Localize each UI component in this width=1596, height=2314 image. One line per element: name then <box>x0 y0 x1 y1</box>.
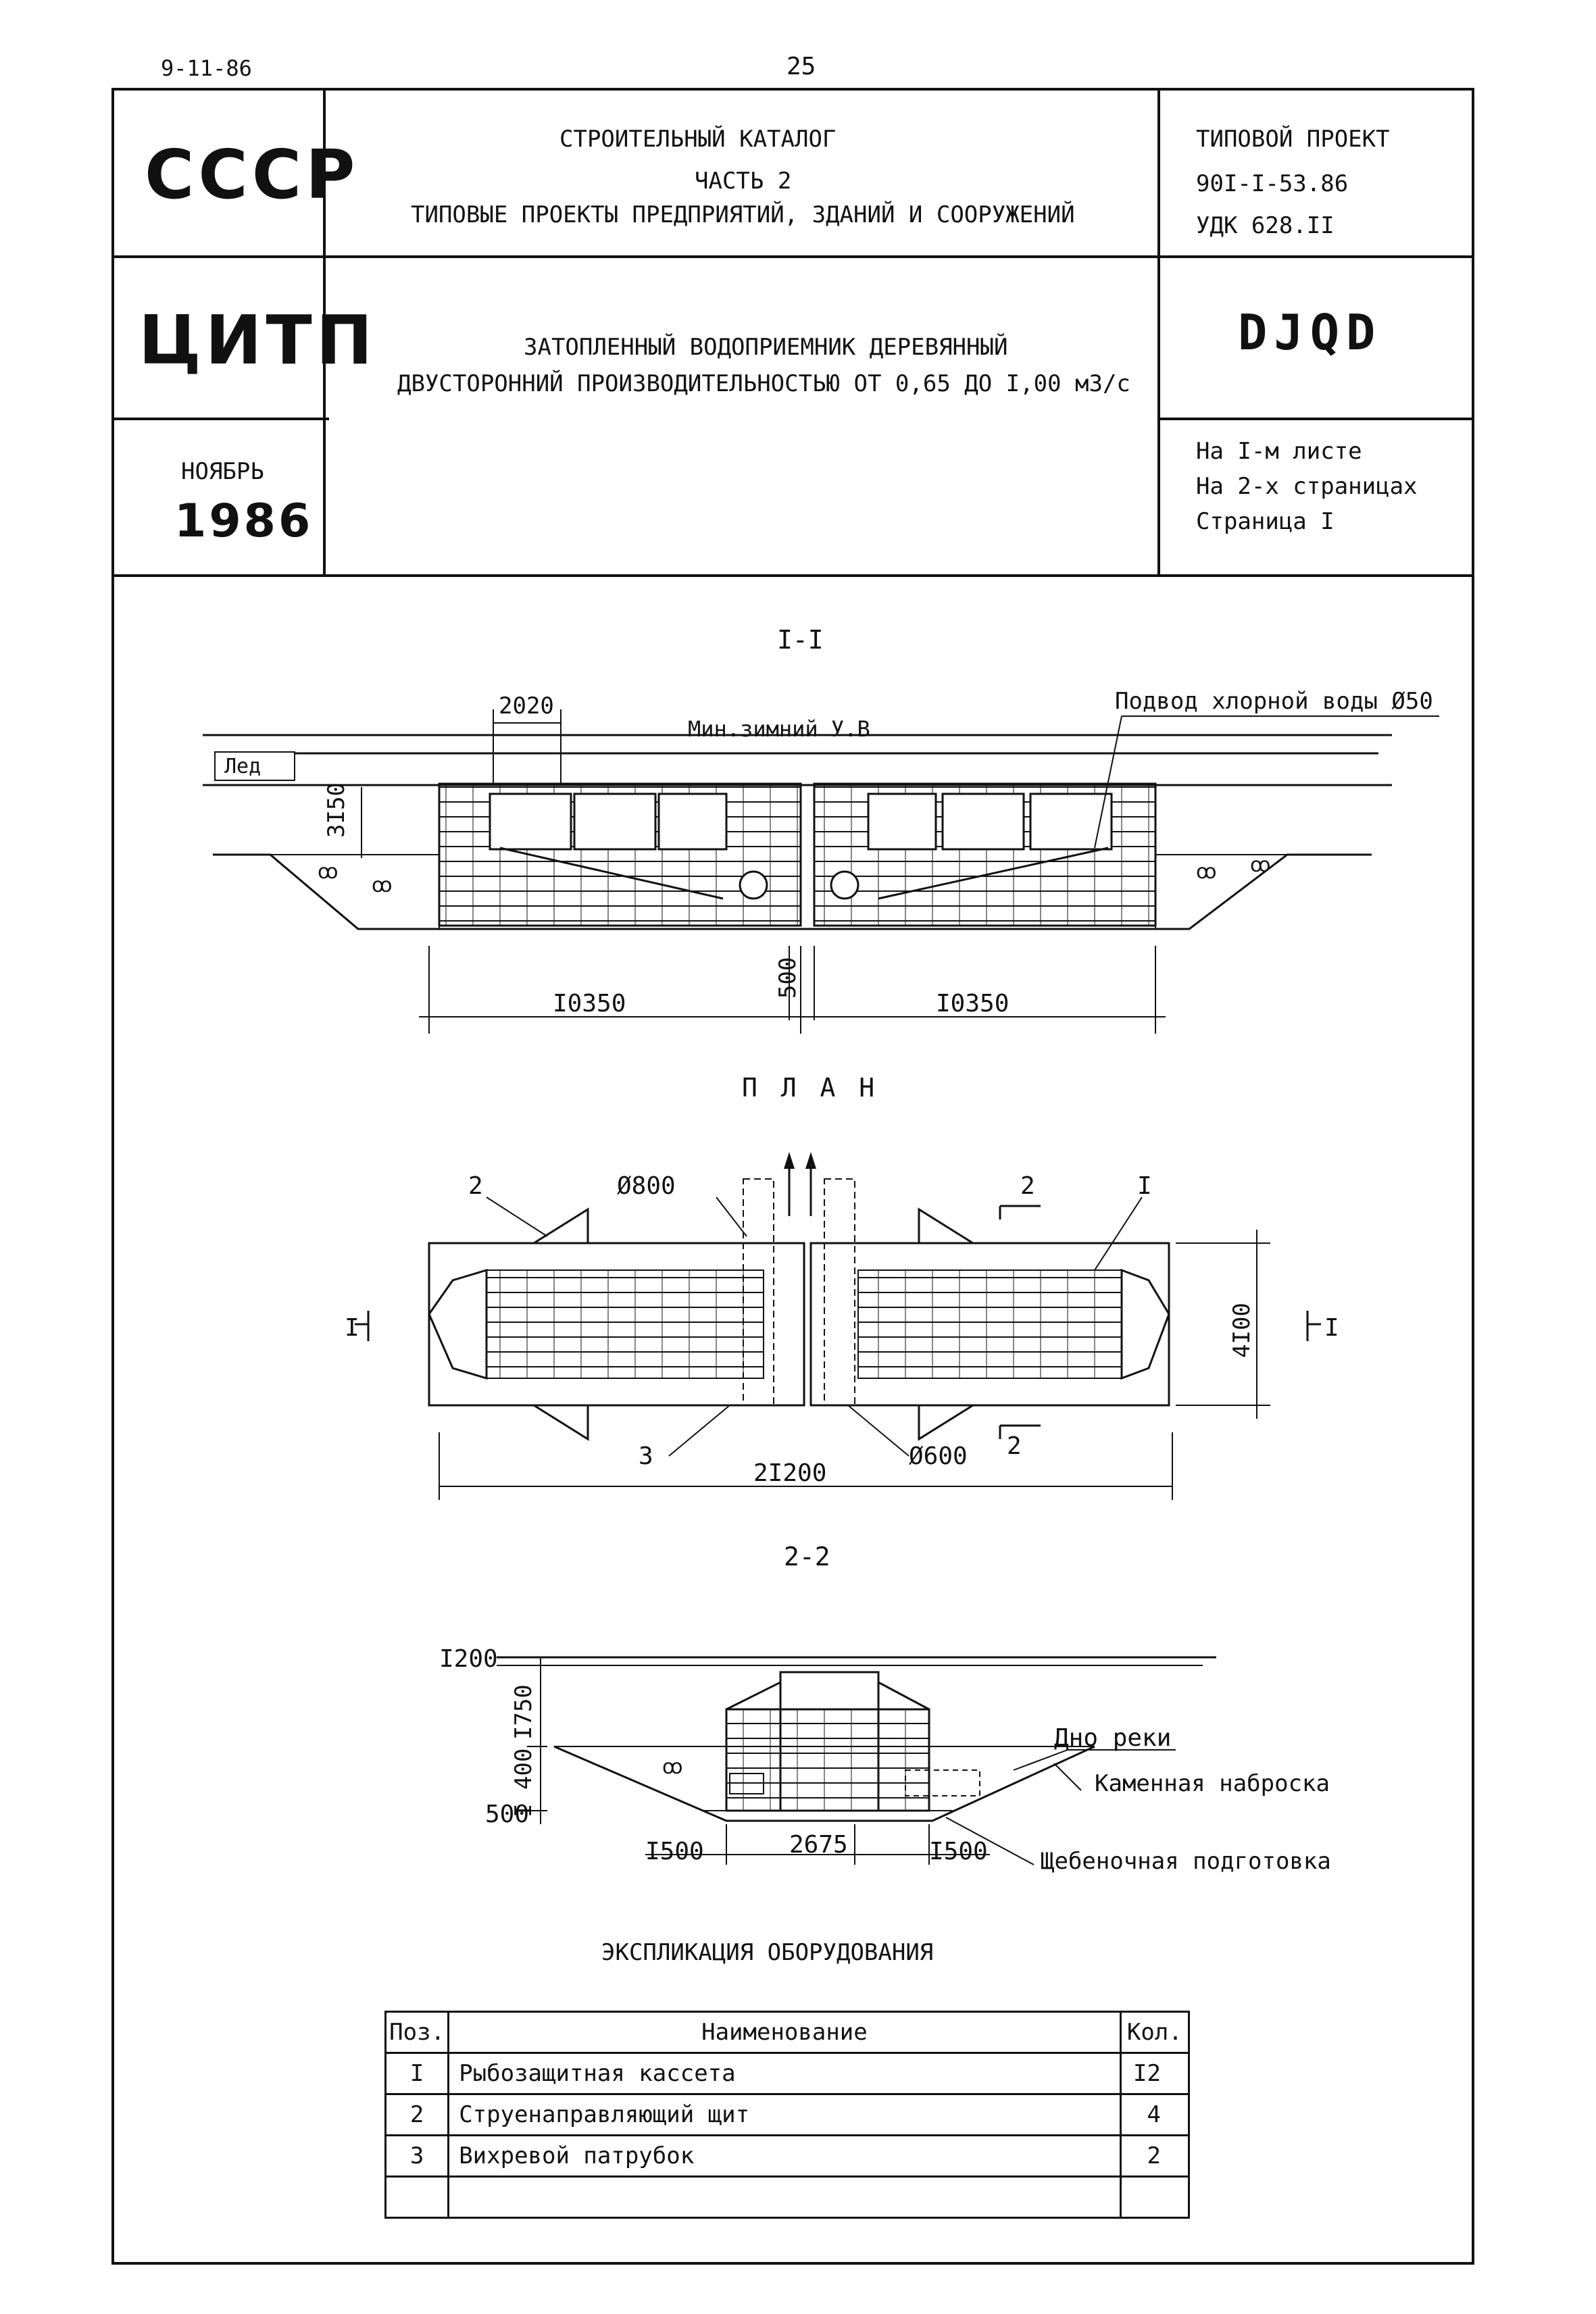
table-header-row: Поз. Наименование Кол. <box>384 2011 1191 2054</box>
table-row: 2 Струенаправляющий щит 4 <box>384 2093 1191 2136</box>
sheet-info-1: На I-м листе <box>1196 438 1362 465</box>
empty-cell <box>447 2175 1122 2219</box>
udk-code: УДК 628.II <box>1196 212 1335 239</box>
row-qty: I2 <box>1119 2052 1191 2095</box>
project-number: 90I-I-53.86 <box>1196 170 1349 197</box>
empty-cell <box>384 2175 450 2219</box>
dim-1750: I750 <box>510 1684 537 1740</box>
water-level-label: Мин.зимний У.В <box>688 716 870 742</box>
plan-view <box>355 1152 1321 1500</box>
plan-section-mark-1-right: I <box>1324 1314 1339 1342</box>
svg-text:ꝏ: ꝏ <box>662 1755 683 1779</box>
stone-fill-label: Каменная наброска <box>1095 1770 1330 1797</box>
dim-2675: 2675 <box>789 1831 848 1859</box>
dim-1200: I200 <box>439 1645 498 1673</box>
dim-height: 3I50 <box>323 782 350 838</box>
section-1-1: ꝏ ꝏ ꝏ ꝏ <box>203 709 1439 1034</box>
title-block-divider <box>1157 88 1160 576</box>
title-block-divider <box>111 255 1474 258</box>
row-qty: 2 <box>1119 2134 1191 2178</box>
svg-text:ꝏ: ꝏ <box>1196 860 1217 884</box>
year: 1986 <box>174 495 314 548</box>
plan-section-mark-2-top: 2 <box>1020 1172 1035 1200</box>
org-ussr: СССР <box>145 135 359 214</box>
explication-table: Поз. Наименование Кол. I Рыбозащитная ка… <box>384 2011 1191 2219</box>
catalog-part: ЧАСТЬ 2 <box>695 168 792 195</box>
title-block-divider <box>111 418 329 420</box>
ice-label: Лед <box>224 755 261 778</box>
header-name: Наименование <box>447 2011 1122 2054</box>
dim-1500-right: I500 <box>929 1838 988 1865</box>
dim-2020: 2020 <box>499 693 554 720</box>
plan-section-mark-2-bottom: 2 <box>1007 1432 1022 1460</box>
plan-diameter-800: Ø800 <box>617 1172 676 1200</box>
svg-text:ꝏ: ꝏ <box>372 874 393 897</box>
dim-1500-left: I500 <box>645 1838 704 1865</box>
title-block-divider <box>1157 418 1474 420</box>
subject-line-1: ЗАТОПЛЕННЫЙ ВОДОПРИЕМНИК ДЕРЕВЯННЫЙ <box>524 334 1008 361</box>
page-number: 25 <box>787 53 816 80</box>
page-frame <box>111 88 1474 2265</box>
table-row: I Рыбозащитная кассета I2 <box>384 2052 1191 2095</box>
catalog-title: СТРОИТЕЛЬНЫЙ КАТАЛОГ <box>559 126 837 153</box>
org-citp: ЦИТП <box>139 301 377 380</box>
row-pos: 3 <box>384 2134 450 2178</box>
document-code: 9-11-86 <box>161 55 252 81</box>
plan-width: 4I00 <box>1228 1303 1255 1358</box>
section-2-2: ꝏ <box>497 1656 1216 1865</box>
dim-right-length: I0350 <box>936 990 1009 1017</box>
project-label: ТИПОВОЙ ПРОЕКТ <box>1196 126 1390 153</box>
table-row: 3 Вихревой патрубок 2 <box>384 2134 1191 2178</box>
document-code-large: DJQD <box>1238 304 1382 361</box>
plan-section-mark-1-left: I <box>345 1314 359 1342</box>
row-pos: I <box>384 2052 450 2095</box>
table-row-empty <box>384 2175 1191 2219</box>
month: НОЯБРЬ <box>181 458 264 485</box>
row-pos: 2 <box>384 2093 450 2136</box>
svg-text:ꝏ: ꝏ <box>318 860 339 884</box>
row-name: Струенаправляющий щит <box>447 2093 1122 2136</box>
plan-title: П Л А Н <box>742 1073 879 1103</box>
plan-length: 2I200 <box>753 1459 827 1487</box>
section-1-title: I-I <box>777 625 824 655</box>
chlorine-pipe-label: Подвод хлорной воды Ø50 <box>1115 688 1433 715</box>
row-name: Вихревой патрубок <box>447 2134 1122 2178</box>
river-bottom-label: Дно реки <box>1054 1724 1172 1752</box>
explication-title: ЭКСПЛИКАЦИЯ ОБОРУДОВАНИЯ <box>601 1939 934 1966</box>
dim-gap: 500 <box>774 957 801 999</box>
dim-500: 500 <box>485 1801 530 1828</box>
header-qty: Кол. <box>1119 2011 1191 2054</box>
title-block-divider <box>323 88 326 576</box>
row-qty: 4 <box>1119 2093 1191 2136</box>
section-2-title: 2-2 <box>784 1542 830 1571</box>
plan-label-1: I <box>1137 1172 1152 1200</box>
header-pos: Поз. <box>384 2011 450 2054</box>
row-name: Рыбозащитная кассета <box>447 2052 1122 2095</box>
sheet-info-2: На 2-х страницах <box>1196 473 1418 500</box>
plan-label-2: 2 <box>468 1172 483 1200</box>
plan-label-3: 3 <box>639 1442 653 1470</box>
empty-cell <box>1119 2175 1191 2219</box>
catalog-section: ТИПОВЫЕ ПРОЕКТЫ ПРЕДПРИЯТИЙ, ЗДАНИЙ И СО… <box>411 201 1075 228</box>
svg-text:ꝏ: ꝏ <box>1250 853 1271 877</box>
gravel-base-label: Щебеночная подготовка <box>1041 1848 1331 1875</box>
subject-line-2: ДВУСТОРОННИЙ ПРОИЗВОДИТЕЛЬНОСТЬЮ ОТ 0,65… <box>397 370 1130 397</box>
dim-left-length: I0350 <box>553 990 626 1017</box>
sheet-info-3: Страница I <box>1196 508 1335 535</box>
title-block-divider <box>111 574 1474 577</box>
plan-diameter-600: Ø600 <box>909 1442 968 1470</box>
